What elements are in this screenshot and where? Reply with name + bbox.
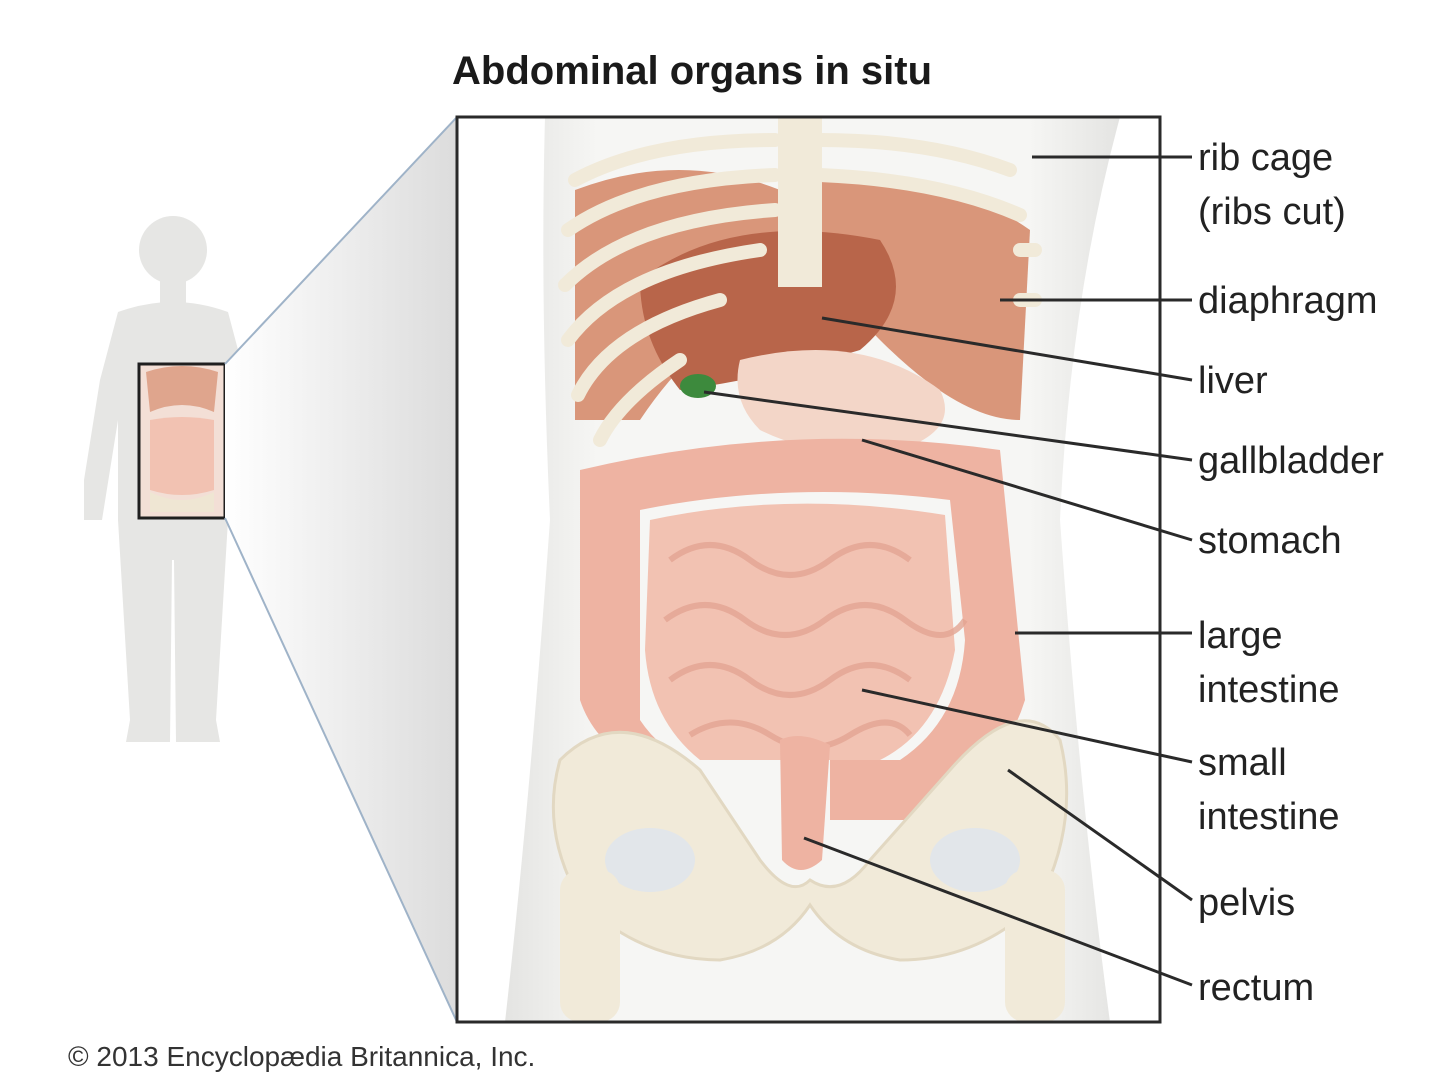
panel-frame (455, 115, 1162, 1024)
label-gallbladder: gallbladder (1198, 440, 1384, 482)
label-rectum: rectum (1198, 967, 1314, 1009)
label-rib-cage: rib cage (ribs cut) (1198, 137, 1346, 233)
label-liver: liver (1198, 360, 1268, 402)
femur-left (560, 870, 620, 1022)
liver-shape (640, 231, 896, 390)
anatomy-panel (457, 117, 1160, 1022)
hip-socket-right (930, 828, 1020, 892)
rib-cage-shape (558, 133, 1042, 447)
hip-socket-left (605, 828, 695, 892)
human-silhouette (84, 216, 262, 742)
label-large-intestine: large intestine (1198, 615, 1340, 711)
label-pelvis: pelvis (1198, 882, 1295, 924)
diagram-title: Abdominal organs in situ (452, 49, 932, 93)
label-stomach: stomach (1198, 520, 1342, 562)
femur-right (1005, 870, 1065, 1022)
zoom-fan (225, 117, 457, 1022)
sternum (778, 117, 822, 287)
label-small-intestine: small intestine (1198, 742, 1340, 838)
leader-small-intestine (861, 688, 1193, 764)
label-diaphragm: diaphragm (1198, 280, 1378, 322)
leader-rectum (803, 836, 1193, 987)
stomach-shape (737, 350, 945, 453)
leader-lines (703, 155, 1193, 987)
leader-pelvis (1007, 768, 1193, 902)
rectum-shape (780, 736, 830, 870)
leader-liver (821, 316, 1193, 382)
leader-stomach (861, 438, 1193, 542)
labels: rib cage (ribs cut) diaphragm liver gall… (1198, 137, 1384, 1009)
copyright-credit: © 2013 Encyclopædia Britannica, Inc. (68, 1041, 535, 1072)
leader-gallbladder (703, 390, 1193, 462)
